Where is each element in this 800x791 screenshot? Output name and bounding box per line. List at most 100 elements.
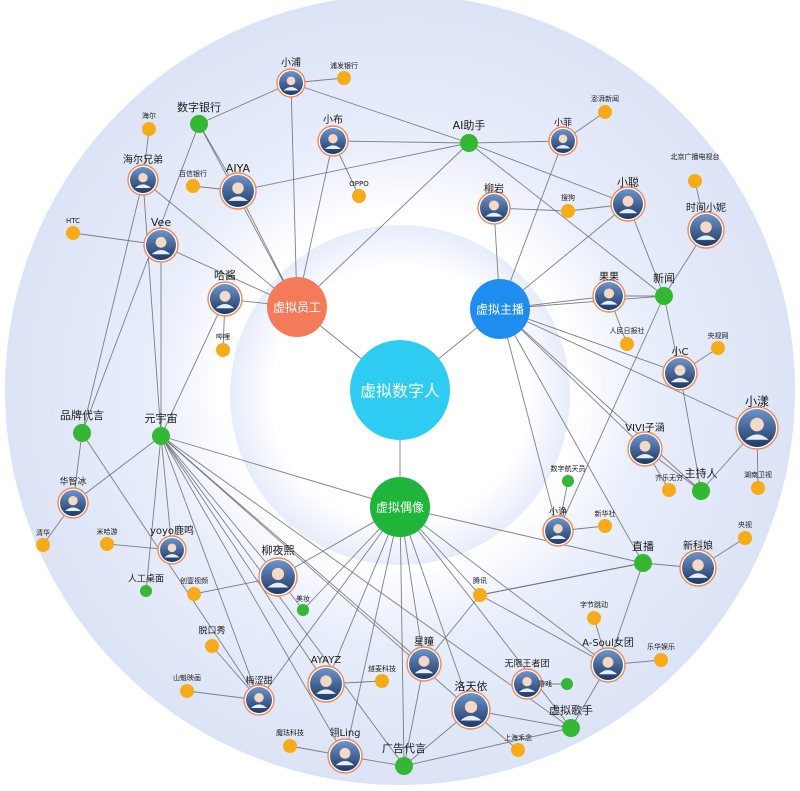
node-vee[interactable]: Vee bbox=[143, 216, 179, 263]
node-xiaoc[interactable]: 小C bbox=[662, 346, 698, 391]
avatar-face-icon bbox=[138, 172, 148, 183]
node-zhibo[interactable]: 直播 bbox=[632, 539, 654, 572]
node-bilibili[interactable]: 哔哩 bbox=[216, 332, 230, 357]
node-shijian[interactable]: 时间小妮 bbox=[686, 201, 726, 249]
node-xinhua[interactable]: 新华社 bbox=[595, 509, 616, 533]
node-luotianyi[interactable]: 洛天依 bbox=[451, 679, 491, 730]
node-lehua[interactable]: 乐华娱乐 bbox=[647, 642, 675, 667]
node-shanghai[interactable]: 上海禾念 bbox=[504, 733, 532, 757]
node-huazhibing[interactable]: 华智冰 bbox=[57, 476, 89, 519]
green-dot bbox=[562, 475, 574, 487]
node-guanggao[interactable]: 广告代言 bbox=[382, 742, 426, 775]
node-xiaofei[interactable]: 小菲 bbox=[548, 117, 578, 156]
node-vivi[interactable]: VIVI子涵 bbox=[625, 422, 665, 467]
node-ayayz[interactable]: AYAYZ bbox=[307, 655, 345, 703]
node-shuzihang[interactable]: 数字航天员 bbox=[551, 464, 586, 487]
node-xuni-singer[interactable]: 虚拟歌手 bbox=[549, 703, 593, 737]
node-sougou[interactable]: 搜狗 bbox=[561, 193, 575, 218]
avatar-body-icon bbox=[64, 507, 82, 512]
orange-dot bbox=[662, 483, 676, 497]
node-guoguo[interactable]: 果果 bbox=[592, 271, 626, 313]
node-haier[interactable]: 海尔 bbox=[142, 111, 156, 136]
node-qinghua[interactable]: 清华 bbox=[36, 528, 50, 552]
node-xiaocong[interactable]: 小聪 bbox=[610, 175, 646, 222]
category-node-employee[interactable]: 虚拟员工 bbox=[267, 277, 327, 337]
node-xingtong[interactable]: 星瞳 bbox=[406, 635, 442, 682]
node-label: 搜狗 bbox=[561, 193, 575, 202]
node-meizhuang[interactable]: 美妆 bbox=[296, 594, 310, 616]
node-label: 无限王者团 bbox=[504, 659, 549, 670]
node-label: 上海禾念 bbox=[504, 733, 532, 742]
node-chuangyi[interactable]: 创壹视频 bbox=[180, 576, 208, 601]
orange-dot bbox=[473, 588, 487, 602]
node-lingling[interactable]: 翎Ling bbox=[327, 726, 363, 774]
node-baixin[interactable]: 百信银行 bbox=[179, 169, 207, 193]
orange-dot bbox=[751, 481, 765, 495]
node-midiyou[interactable]: 米哈游 bbox=[97, 527, 118, 551]
node-hunan[interactable]: 湖南卫视 bbox=[744, 470, 772, 495]
node-beijing-radio[interactable]: 北京广播电视台 bbox=[671, 152, 720, 188]
edge-anchor-zhuchiren bbox=[499, 308, 702, 492]
node-yangshi[interactable]: 央视 bbox=[738, 520, 752, 545]
node-oppo[interactable]: OPPO bbox=[349, 180, 369, 203]
node-suimai[interactable]: 燧麦科技 bbox=[368, 664, 396, 688]
node-renmin[interactable]: 人民日报社 bbox=[610, 326, 645, 351]
node-xiaobu[interactable]: 小布 bbox=[317, 114, 349, 157]
category-node-idol[interactable]: 虚拟偶像 bbox=[370, 477, 430, 537]
avatar-body-icon bbox=[598, 670, 618, 675]
center-node[interactable]: 虚拟数字人 bbox=[350, 340, 450, 440]
node-liuyexi[interactable]: 柳夜熙 bbox=[258, 543, 298, 597]
node-meiquetian[interactable]: 梅涩甜 bbox=[243, 675, 275, 716]
node-xinkeniang[interactable]: 新科娘 bbox=[679, 539, 717, 587]
node-label: 直播 bbox=[632, 539, 654, 553]
node-shuzi-bank[interactable]: 数字银行 bbox=[177, 100, 221, 133]
node-yoyo[interactable]: yoyo鹿鸣 bbox=[150, 524, 194, 565]
node-label: 小C bbox=[672, 346, 689, 358]
node-label: Vee bbox=[151, 216, 171, 229]
node-wuxian[interactable]: 无限王者团 bbox=[504, 659, 550, 700]
node-qile[interactable]: 齐乐无穷 bbox=[655, 473, 683, 497]
center-node-label: 虚拟数字人 bbox=[360, 382, 440, 401]
avatar-body-icon bbox=[335, 761, 355, 766]
node-xiaozheng[interactable]: 小诤 bbox=[542, 506, 574, 547]
node-tengxun[interactable]: 腾讯 bbox=[473, 576, 487, 602]
node-asoul[interactable]: A-Soul女团 bbox=[582, 636, 634, 683]
node-label: A-Soul女团 bbox=[582, 636, 634, 649]
node-liuyan[interactable]: 柳岩 bbox=[477, 182, 511, 225]
node-yuanyuzhou[interactable]: 元宇宙 bbox=[145, 411, 178, 445]
node-rengong[interactable]: 人工桌面 bbox=[128, 573, 164, 598]
node-xinwen[interactable]: 新闻 bbox=[653, 271, 675, 305]
node-zhuchiren[interactable]: 主持人 bbox=[685, 466, 718, 500]
node-yangshiwang[interactable]: 央视网 bbox=[708, 331, 729, 355]
avatar-body-icon bbox=[414, 669, 434, 674]
node-mofa[interactable]: 魔珐科技 bbox=[276, 728, 304, 753]
category-node-anchor[interactable]: 虚拟主播 bbox=[470, 279, 530, 339]
node-youxi[interactable]: 游戏 bbox=[538, 678, 573, 690]
node-pufa[interactable]: 浦发银行 bbox=[330, 61, 358, 85]
node-shanhai[interactable]: 山魁映画 bbox=[173, 673, 201, 698]
node-pinpai[interactable]: 品牌代言 bbox=[60, 408, 104, 442]
avatar-face-icon bbox=[155, 236, 167, 248]
node-haier-bro[interactable]: 海尔兄弟 bbox=[123, 153, 163, 196]
edge-xiaoc-zhuchiren bbox=[679, 372, 702, 492]
node-tuokouxiu[interactable]: 脱口秀 bbox=[198, 625, 226, 654]
node-htc[interactable]: HTC bbox=[66, 217, 80, 240]
node-aiya[interactable]: AIYA bbox=[219, 162, 257, 210]
node-ai-assist[interactable]: AI助手 bbox=[453, 118, 486, 152]
node-xiaopu[interactable]: 小浦 bbox=[276, 56, 306, 98]
node-zijie[interactable]: 字节跳动 bbox=[580, 600, 608, 625]
orange-dot bbox=[180, 684, 194, 698]
avatar-body-icon bbox=[745, 434, 769, 440]
orange-dot bbox=[283, 739, 297, 753]
avatar-body-icon bbox=[670, 378, 690, 383]
node-xiaoyang[interactable]: 小漾 bbox=[735, 394, 779, 450]
edge-xiaobu-ai_assist bbox=[332, 140, 470, 144]
avatar-body-icon bbox=[618, 209, 638, 214]
orange-dot bbox=[738, 531, 752, 545]
node-label: 燧麦科技 bbox=[368, 664, 396, 673]
node-label: 澎湃新闻 bbox=[591, 94, 619, 103]
node-haqiang[interactable]: 哈酱 bbox=[207, 268, 243, 317]
node-pengpai[interactable]: 澎湃新闻 bbox=[591, 94, 619, 119]
edge-xiaopu-shuzi_bank bbox=[198, 82, 292, 125]
